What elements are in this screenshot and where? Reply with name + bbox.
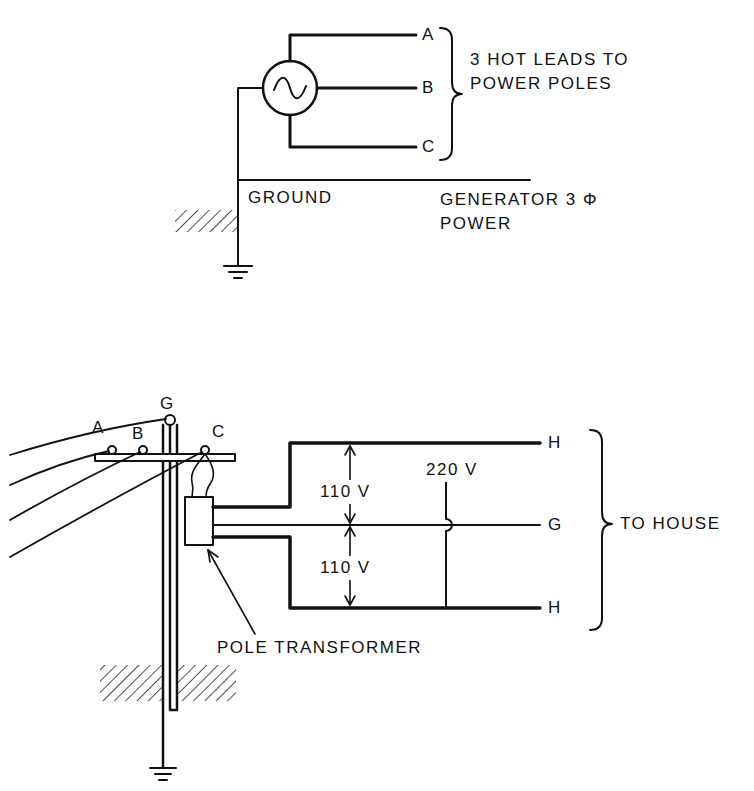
bracket	[440, 28, 462, 160]
ground-symbol	[224, 266, 252, 278]
voltage-label: 220 V	[424, 458, 480, 482]
ground-label: GROUND	[248, 186, 333, 210]
part-name: POLE TRANSFORMER	[217, 636, 422, 660]
lead-a	[290, 35, 416, 61]
wire	[10, 451, 109, 485]
earth-hatch	[175, 210, 237, 232]
earth-hatch	[178, 665, 236, 701]
voltage-label: 110 V	[318, 556, 373, 580]
generator-symbol	[263, 61, 317, 115]
insulator	[165, 415, 175, 425]
dimension-line	[349, 446, 351, 605]
lead-name: A	[422, 23, 435, 47]
primary-leads	[192, 454, 214, 497]
insulator	[108, 446, 116, 454]
sine-symbol	[274, 78, 306, 99]
note-text: 3 HOT LEADS TO POWER POLES	[470, 48, 660, 96]
wire-name: B	[132, 422, 145, 446]
lead-name: C	[422, 135, 436, 159]
bracket	[590, 430, 612, 630]
terminal-name: G	[548, 513, 563, 537]
secondary-hot	[213, 537, 540, 608]
ground-line	[238, 179, 530, 181]
source-label: GENERATOR 3 Φ POWER	[440, 188, 615, 236]
wire	[10, 419, 166, 455]
secondary-hot	[213, 443, 540, 507]
ground-symbol	[150, 768, 176, 780]
voltage-label: 110 V	[318, 480, 373, 504]
ground-wire	[238, 88, 263, 266]
wire-name: A	[92, 416, 105, 440]
lead-name: B	[422, 76, 435, 100]
terminal-name: H	[548, 596, 562, 620]
transformer	[185, 497, 213, 545]
crossarm	[95, 454, 235, 461]
destination-label: TO HOUSE	[620, 512, 720, 536]
leader-line	[208, 550, 255, 634]
arrowhead	[208, 550, 218, 562]
earth-hatch	[100, 665, 162, 701]
lead-b	[317, 87, 416, 90]
terminal-name: H	[548, 431, 562, 455]
wire	[10, 452, 202, 557]
arrowhead	[345, 446, 355, 605]
voltage-line	[446, 482, 452, 608]
wire-name: G	[160, 392, 175, 416]
wire-name: C	[212, 420, 226, 444]
pole	[162, 425, 165, 768]
wire	[10, 452, 140, 520]
lead-c	[290, 115, 416, 147]
secondary-neutral	[213, 524, 540, 526]
